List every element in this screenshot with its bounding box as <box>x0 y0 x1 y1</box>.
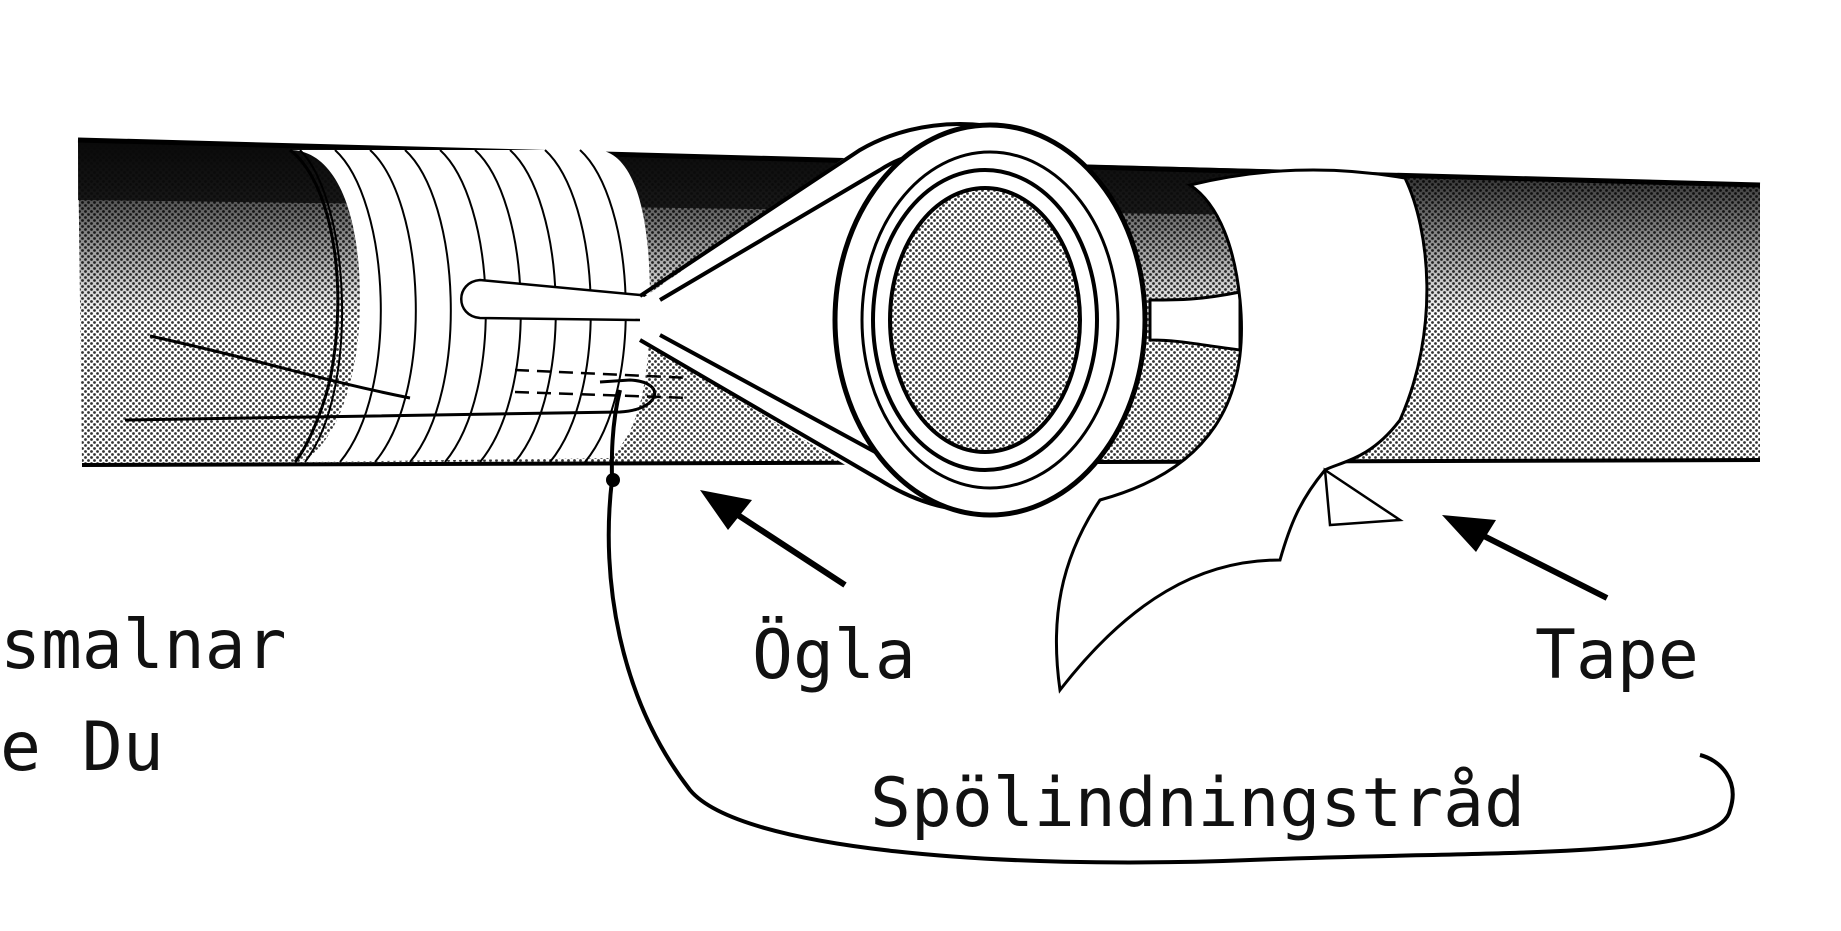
thread-label: Spölindningstråd <box>870 764 1525 843</box>
tape <box>1054 168 1429 694</box>
thread-wraps <box>289 148 691 463</box>
guide-loop <box>638 116 1242 522</box>
left-label-line2: e Du <box>0 708 164 787</box>
thread-ends <box>124 334 657 422</box>
loop-arrow <box>700 490 847 588</box>
left-label-line1: smalnar <box>0 606 287 685</box>
tape-label: Tape <box>1535 616 1699 695</box>
loop-label: Ögla <box>752 616 916 695</box>
tape-arrow <box>1442 515 1609 601</box>
winding-thread <box>606 389 1735 865</box>
